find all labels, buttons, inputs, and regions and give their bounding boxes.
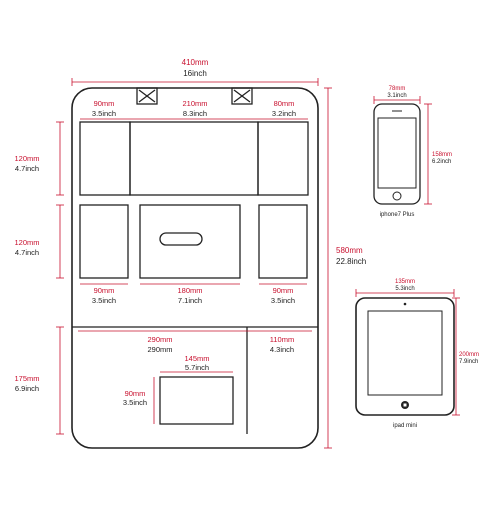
ipad-camera-icon bbox=[403, 302, 407, 306]
label-inner-pocket-width-inch: 5.7inch bbox=[185, 363, 209, 372]
ipad-drawing bbox=[355, 297, 455, 416]
label-inner-pocket-height-inch: 3.5inch bbox=[123, 398, 147, 407]
ipad-body bbox=[355, 297, 455, 416]
label-overall-height-mm: 580mm bbox=[336, 246, 363, 255]
label-iphone-width-mm: 78mm bbox=[389, 86, 406, 92]
label-inner-pocket-height-mm: 90mm bbox=[125, 389, 146, 398]
label-middle-left-mm: 90mm bbox=[94, 286, 115, 295]
label-ipad-width-inch: 5.3inch bbox=[395, 286, 414, 292]
label-overall-width-inch: 16inch bbox=[183, 69, 207, 78]
label-top-right-inch: 3.2inch bbox=[272, 109, 296, 118]
tissue-slot bbox=[159, 232, 203, 246]
label-top-right-mm: 80mm bbox=[274, 99, 295, 108]
label-bottom-right-mm: 110mm bbox=[270, 335, 294, 344]
iphone-screen bbox=[377, 117, 417, 189]
label-middle-right-inch: 3.5inch bbox=[271, 296, 295, 305]
label-middle-right-mm: 90mm bbox=[273, 286, 294, 295]
label-middle-center-mm: 180mm bbox=[177, 286, 202, 295]
label-bottom-height-inch: 6.9inch bbox=[15, 384, 39, 393]
tissue-box-pocket bbox=[139, 204, 241, 279]
label-ipad-height-mm: 200mm bbox=[459, 352, 479, 358]
pocket-top-right bbox=[257, 121, 309, 196]
label-overall-width-mm: 410mm bbox=[182, 58, 209, 67]
pocket-middle-right bbox=[258, 204, 308, 279]
label-middle-center-inch: 7.1inch bbox=[178, 296, 202, 305]
hanger-clip-left bbox=[136, 87, 158, 105]
label-middle-height-inch: 4.7inch bbox=[15, 248, 39, 257]
organizer-body bbox=[71, 87, 319, 449]
label-ipad-width-mm: 135mm bbox=[395, 279, 415, 285]
ipad-screen bbox=[367, 310, 443, 396]
iphone-home-button-icon bbox=[392, 191, 402, 201]
iphone-body bbox=[373, 103, 421, 205]
hanger-clip-right bbox=[231, 87, 253, 105]
label-inner-pocket-width-mm: 145mm bbox=[184, 354, 209, 363]
label-middle-height-mm: 120mm bbox=[14, 238, 39, 247]
label-top-left-inch: 3.5inch bbox=[92, 109, 116, 118]
label-iphone-height-mm: 158mm bbox=[432, 152, 452, 158]
label-iphone-width-inch: 3.1inch bbox=[387, 93, 406, 99]
pocket-middle-left bbox=[79, 204, 129, 279]
label-middle-left-inch: 3.5inch bbox=[92, 296, 116, 305]
label-top-height-inch: 4.7inch bbox=[15, 164, 39, 173]
iphone-drawing bbox=[373, 103, 421, 205]
label-bottom-left-mm: 290mm bbox=[147, 335, 172, 344]
pocket-top-left bbox=[79, 121, 131, 196]
label-top-left-mm: 90mm bbox=[94, 99, 115, 108]
label-overall-height-inch: 22.8inch bbox=[336, 257, 366, 266]
label-ipad-name: ipad mini bbox=[393, 423, 417, 429]
label-bottom-left-inch: 290mm bbox=[147, 345, 172, 354]
pocket-top-center bbox=[129, 121, 259, 196]
label-ipad-height-inch: 7.9inch bbox=[459, 359, 478, 365]
label-bottom-height-mm: 175mm bbox=[14, 374, 39, 383]
label-top-center-inch: 8.3inch bbox=[183, 109, 207, 118]
label-iphone-name: iphone7 Plus bbox=[380, 212, 415, 218]
label-top-center-mm: 210mm bbox=[182, 99, 207, 108]
label-top-height-mm: 120mm bbox=[14, 154, 39, 163]
label-bottom-right-inch: 4.3inch bbox=[270, 345, 294, 354]
label-iphone-height-inch: 6.2inch bbox=[432, 159, 451, 165]
bottom-inner-pocket bbox=[159, 376, 234, 425]
